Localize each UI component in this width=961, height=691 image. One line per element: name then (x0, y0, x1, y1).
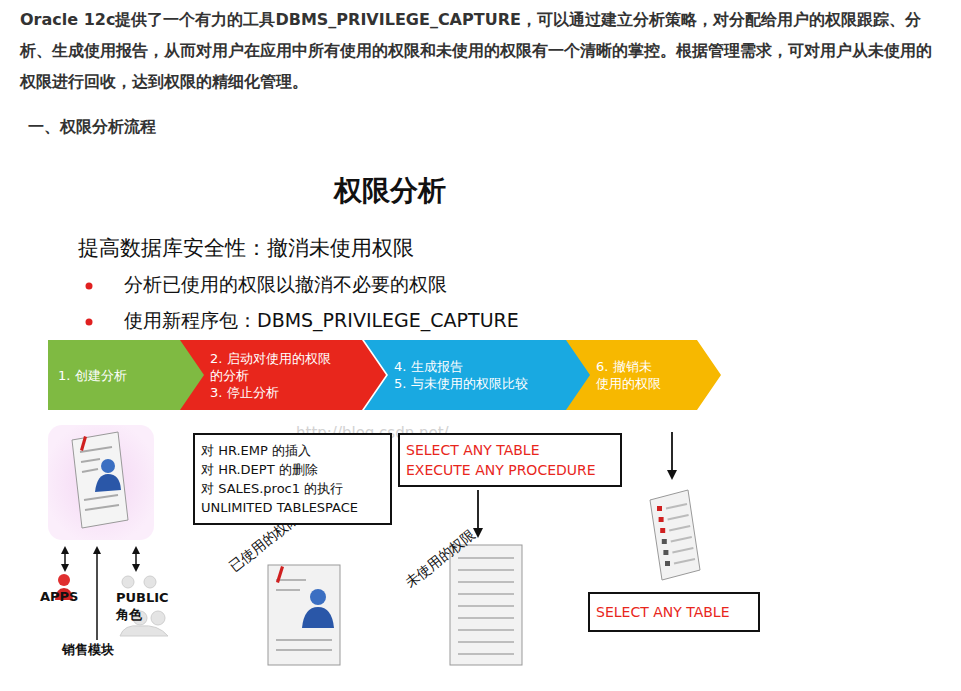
privilege-text: 对 SALES.proc1 的执行 (201, 479, 384, 498)
privilege-box: SELECT ANY TABLEEXECUTE ANY PROCEDURE (398, 433, 622, 487)
section-heading: 一、权限分析流程 (28, 117, 156, 138)
step-text: 1. 创建分析 (58, 367, 178, 384)
diagram-title: 权限分析 (290, 172, 490, 210)
process-chevron: 6. 撤销未使用的权限 (566, 340, 721, 410)
privilege-text: 对 HR.EMP 的插入 (201, 441, 384, 460)
checklist-icon (650, 490, 700, 580)
document-icon (268, 565, 340, 665)
glow (48, 425, 154, 540)
process-chevron: 4. 生成报告5. 与未使用的权限比较 (364, 340, 591, 410)
process-chevron: 2. 启动对使用的权限的分析3. 停止分析 (180, 340, 386, 410)
subtitle: 提高数据库安全性：撤消未使用权限 (78, 234, 414, 262)
bullet-text: 分析已使用的权限以撤消不必要的权限 (124, 272, 447, 298)
step-text: 4. 生成报告 (394, 358, 564, 375)
bullet-dot (86, 319, 93, 326)
privilege-text: 对 HR.DEPT 的删除 (201, 460, 384, 479)
document-icon (450, 545, 522, 665)
document-icon (72, 432, 128, 528)
privilege-text: SELECT ANY TABLE (406, 440, 614, 460)
chevron-shape (566, 340, 721, 410)
bullet-dot (86, 283, 93, 290)
bullet-text: 使用新程序包：DBMS_PRIVILEGE_CAPTURE (124, 308, 519, 334)
chevron-shape (364, 340, 591, 410)
privilege-text: UNLIMITED TABLESPACE (201, 498, 384, 517)
privilege-box: 对 HR.EMP 的插入对 HR.DEPT 的删除对 SALES.proc1 的… (193, 433, 392, 525)
step-text: 6. 撤销未使用的权限 (596, 358, 662, 392)
step-text: 5. 与未使用的权限比较 (394, 375, 564, 392)
process-chevron: 1. 创建分析 (48, 340, 206, 410)
role-label: APPS (40, 589, 78, 604)
role-label: PUBLIC 角色 (116, 589, 178, 623)
group-icon (120, 576, 168, 636)
module-label: 销售模块 (62, 641, 114, 659)
privilege-text: SELECT ANY TABLE (596, 602, 752, 622)
step-text: 3. 停止分析 (210, 384, 340, 401)
intro-paragraph: Oracle 12c提供了一个有力的工具DBMS_PRIVILEGE_CAPTU… (20, 4, 945, 97)
privilege-box: SELECT ANY TABLE (588, 592, 760, 632)
step-text: 2. 启动对使用的权限的分析 (210, 350, 340, 384)
privilege-text: EXECUTE ANY PROCEDURE (406, 460, 614, 480)
